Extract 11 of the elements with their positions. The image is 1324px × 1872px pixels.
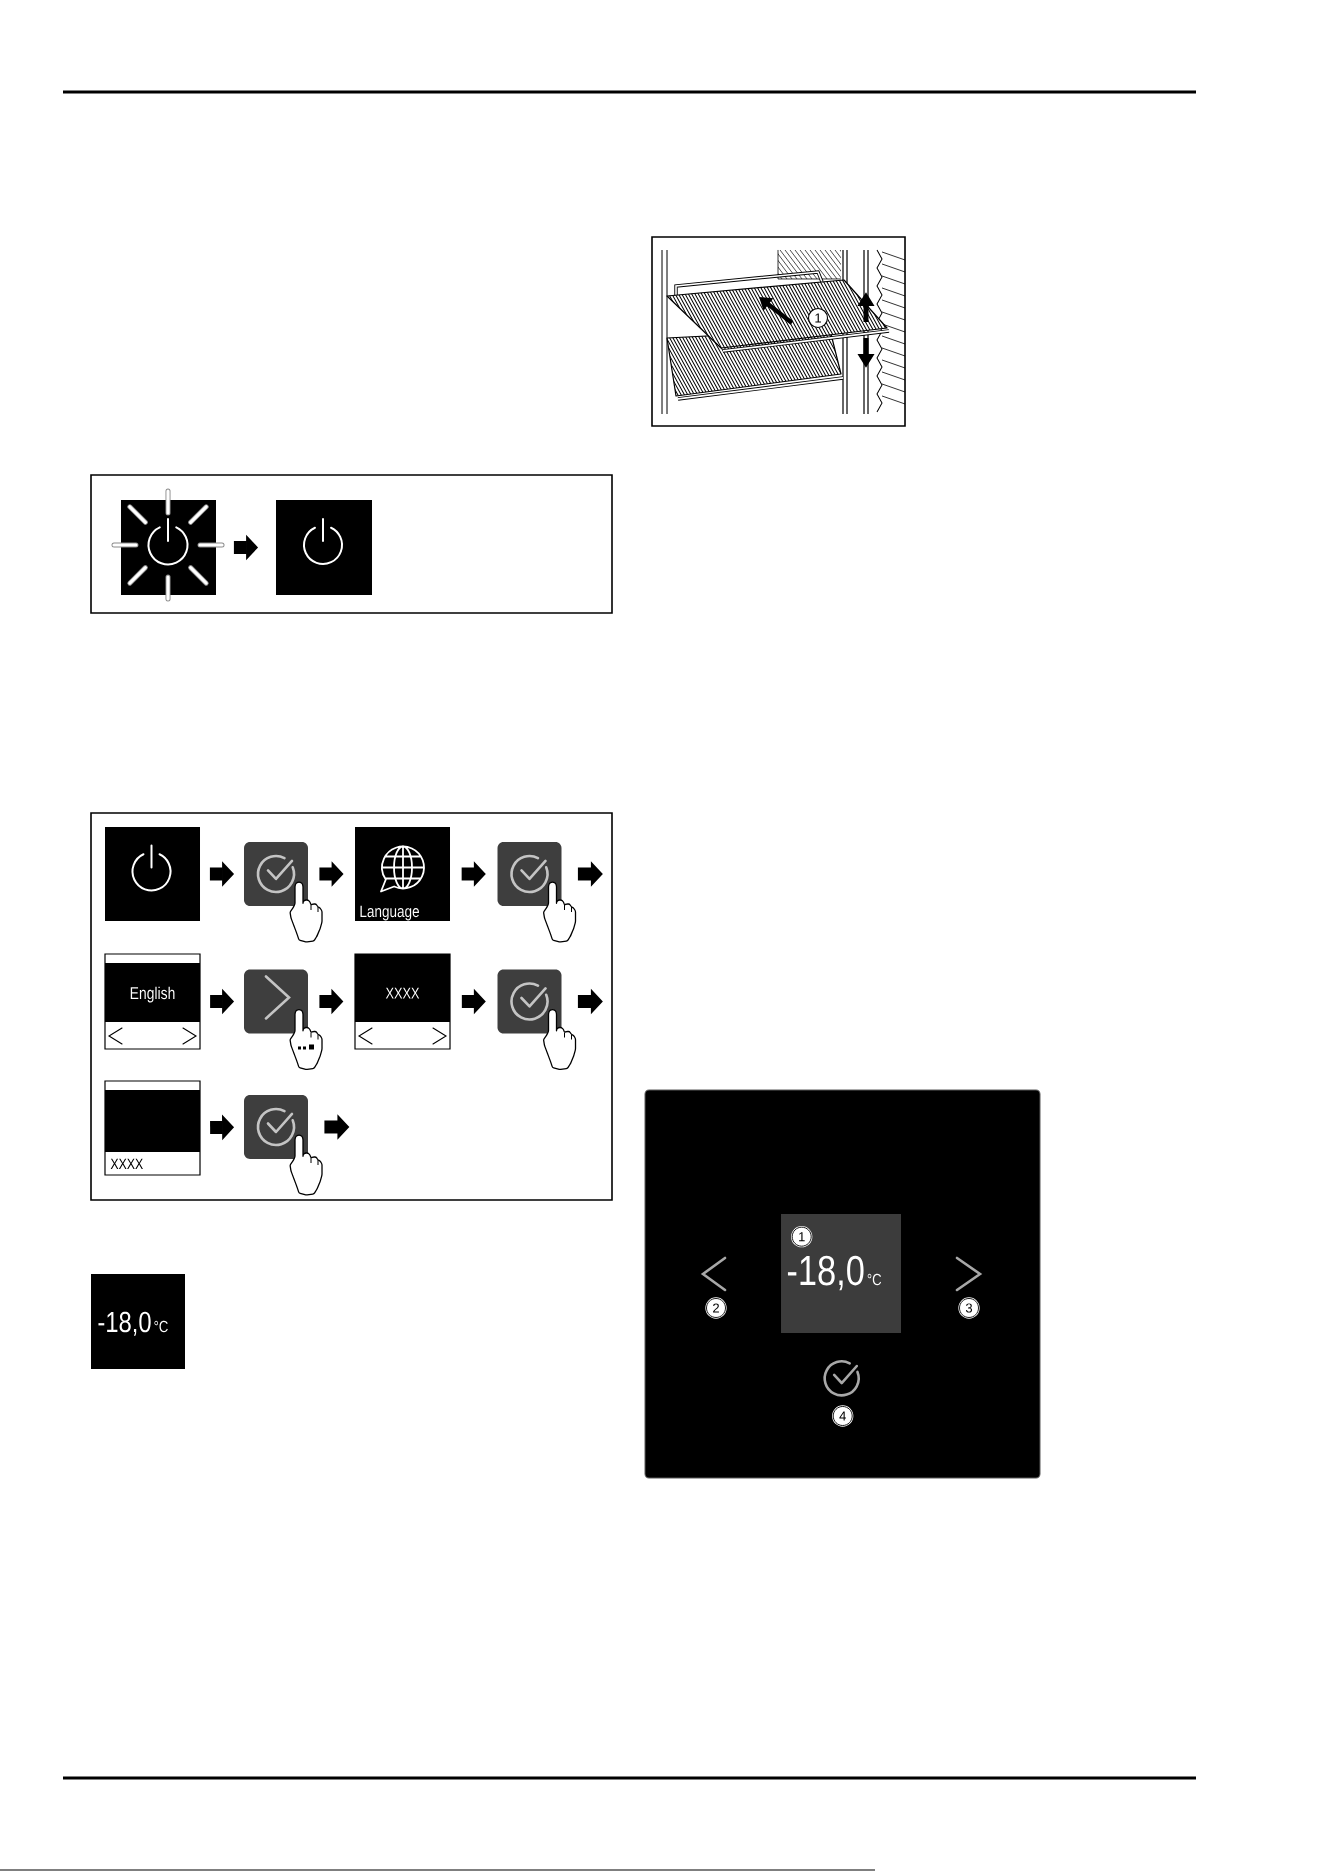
display-screen: Language: [355, 827, 450, 921]
callout-number: 2: [705, 1297, 727, 1319]
temperature-display: -18,0°C: [91, 1274, 185, 1369]
control-panel: [644, 1089, 1041, 1479]
display-screen: English: [104, 953, 201, 1050]
display-screen: XXXX: [354, 953, 451, 1050]
callout-number: 4: [832, 1405, 854, 1427]
display-screen: XXXX: [104, 1080, 201, 1176]
callout-number: 3: [958, 1297, 980, 1319]
callout-number: 1: [807, 307, 829, 329]
callout-number: 1: [791, 1226, 813, 1248]
